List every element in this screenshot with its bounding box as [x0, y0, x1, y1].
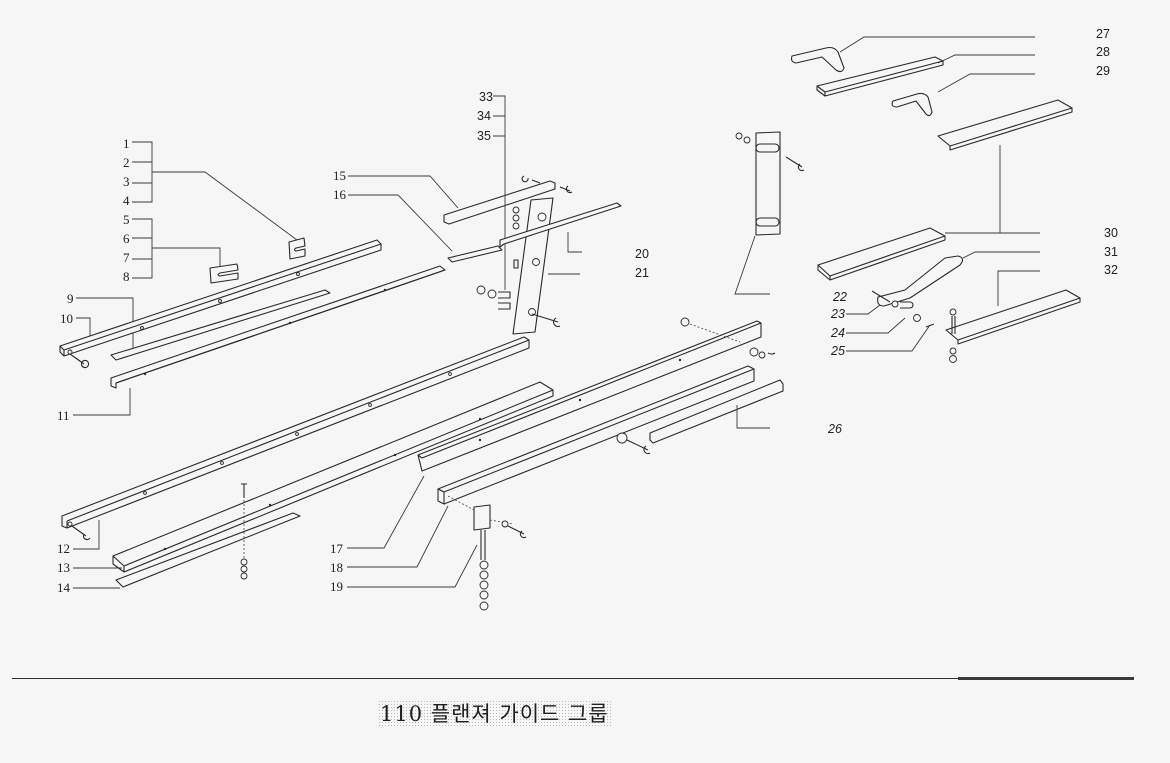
- callout-26: 26: [827, 422, 842, 436]
- leader-25: [846, 324, 931, 352]
- callout-19: 19: [330, 579, 343, 594]
- callout-23: 23: [830, 307, 845, 321]
- callout-30: 30: [1104, 226, 1118, 240]
- leader-32: [997, 270, 1040, 306]
- part-15-short-angle: [443, 180, 556, 225]
- part-28-channel-rail: [816, 56, 944, 97]
- leader-17: [347, 475, 425, 549]
- part-9-flat-plate: [110, 289, 331, 361]
- callout-22: 22: [832, 290, 847, 304]
- callout-17: 17: [330, 541, 344, 556]
- bolt-13-14: [240, 483, 248, 580]
- nut-washer-set: [476, 285, 511, 310]
- callout-21: 21: [635, 266, 649, 280]
- leader-12: [73, 520, 100, 550]
- leader-29: [937, 73, 1035, 93]
- bolt-washer-stack: [512, 206, 520, 269]
- callout-27: 27: [1096, 27, 1110, 41]
- leader-27: [839, 36, 1035, 53]
- part-vertical-strap: [734, 131, 805, 295]
- callout-34: 34: [477, 109, 491, 123]
- callout-29: 29: [1096, 64, 1110, 78]
- callout-7: 7: [123, 250, 130, 265]
- callout-1: 1: [123, 136, 130, 151]
- part-19-bracket-bolt: [447, 495, 527, 611]
- callout-6: 6: [123, 231, 130, 246]
- leader-23: [846, 304, 881, 315]
- leader-28: [937, 54, 1035, 64]
- leader-5-8: [132, 218, 221, 279]
- bottom-divider: [12, 678, 1134, 679]
- leader-18: [347, 505, 449, 568]
- part-21-vertical-plate: [512, 197, 561, 335]
- callout-35: 35: [477, 129, 491, 143]
- callout-13: 13: [57, 560, 70, 575]
- diagram-caption: 110 플랜져 가이드 그룹: [378, 700, 611, 728]
- part-31-arm: [877, 255, 964, 307]
- part-10-angle-rail: [59, 239, 382, 369]
- part-29-lever: [891, 92, 933, 117]
- leader-31: [962, 251, 1040, 259]
- part-12-long-angle: [61, 336, 530, 541]
- part-14-flat-bar: [115, 512, 301, 588]
- callout-12: 12: [57, 541, 70, 556]
- callout-group-5-8: 5 6 7 8: [123, 212, 221, 284]
- part-32-rail-with-bolt: [945, 289, 1081, 363]
- part-13-channel: [112, 381, 554, 573]
- callout-5: 5: [123, 212, 130, 227]
- callout-4: 4: [123, 193, 130, 208]
- callout-25: 25: [830, 344, 845, 358]
- leader-24: [846, 317, 906, 334]
- callout-9: 9: [67, 291, 74, 306]
- leader-33-35: [493, 95, 506, 290]
- part-long-rail-main: [417, 320, 762, 472]
- leader-20: [567, 232, 582, 253]
- callout-16: 16: [333, 187, 347, 202]
- leader-10: [76, 317, 91, 338]
- callout-2: 2: [123, 155, 130, 170]
- callout-11: 11: [57, 408, 70, 423]
- leader-15: [348, 175, 459, 209]
- callout-8: 8: [123, 269, 130, 284]
- leader-30: [945, 145, 1040, 234]
- callout-32: 32: [1104, 263, 1118, 277]
- part-30-lower-rail: [817, 227, 946, 281]
- leader-26: [736, 405, 770, 429]
- callout-group-1-4: 1 2 3 4: [123, 136, 298, 241]
- part-27-lever: [790, 46, 845, 73]
- callout-33: 33: [479, 90, 493, 104]
- part-26-short-angle: [649, 379, 784, 444]
- callout-28: 28: [1096, 45, 1110, 59]
- part-20-strap: [499, 202, 622, 248]
- leader-19: [347, 544, 478, 588]
- part-18-square-bar: [437, 365, 755, 505]
- leader-11: [73, 388, 131, 416]
- callout-14: 14: [57, 580, 71, 595]
- part-16-small-plate: [447, 245, 503, 263]
- callout-31: 31: [1104, 245, 1118, 259]
- callout-15: 15: [333, 168, 346, 183]
- bolt-washer-26: [616, 317, 776, 455]
- callout-20: 20: [635, 247, 649, 261]
- part-30-upper-rail: [937, 99, 1073, 151]
- screw-top: [521, 175, 573, 194]
- leader-16: [348, 194, 453, 252]
- pin-washer-set: [871, 290, 935, 328]
- part-11-angle: [110, 265, 446, 389]
- callout-10: 10: [60, 311, 73, 326]
- shim-plate-lower: [209, 263, 239, 284]
- leader-strap: [734, 235, 770, 295]
- callout-18: 18: [330, 560, 343, 575]
- callout-3: 3: [123, 174, 130, 189]
- leader-1-4: [132, 141, 298, 241]
- callout-24: 24: [830, 326, 845, 340]
- bottom-divider-thick: [958, 677, 1134, 680]
- shim-plate-upper: [288, 237, 306, 260]
